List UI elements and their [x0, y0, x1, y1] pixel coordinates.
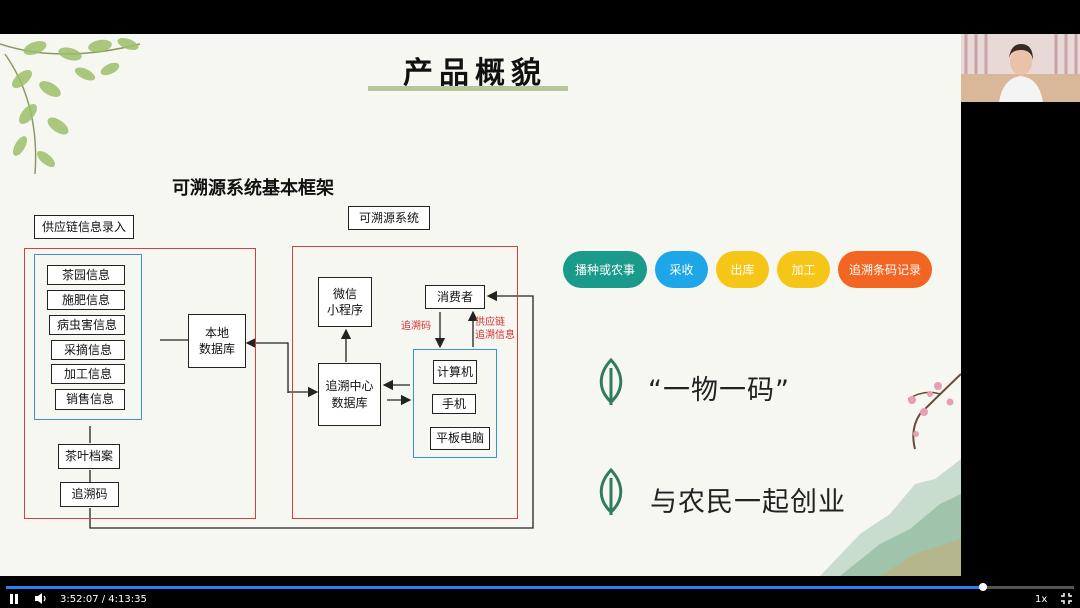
consumer-box: 消费者	[425, 285, 485, 309]
video-player-controls: 3:52:07 / 4:13:35 1x	[0, 576, 1080, 608]
trace-center-database-box: 追溯中心 数据库	[318, 363, 381, 426]
local-database-box: 本地 数据库	[188, 314, 246, 368]
tag-trace-record: 追溯条码记录	[838, 251, 932, 288]
playback-time: 3:52:07 / 4:13:35	[60, 594, 147, 605]
info-item-picking: 采摘信息	[51, 340, 125, 360]
tag-harvest: 采收	[655, 251, 708, 288]
device-group-frame	[413, 349, 497, 458]
info-item-processing: 加工信息	[51, 364, 125, 384]
presentation-slide: 产品概貌 可溯源系统基本框架 供应链信息录入 可溯源系统 茶园信息 施肥信息 病	[0, 34, 961, 576]
pause-icon[interactable]	[9, 594, 19, 604]
progress-track[interactable]	[6, 583, 1074, 591]
trace-code-arrow-label: 追溯码	[401, 321, 431, 332]
diagram-connectors	[89, 290, 534, 529]
info-group-frame	[34, 254, 142, 420]
bullet-one-item-one-code: “一物一码”	[648, 375, 790, 406]
device-computer: 计算机	[433, 360, 477, 384]
device-phone: 手机	[432, 394, 476, 414]
landscape-decoration	[820, 373, 961, 576]
leaf-bullet-icon	[599, 468, 623, 515]
bullet-startup-with-farmers: 与农民一起创业	[650, 487, 846, 518]
supply-info-arrow-label: 供应链 追溯信息	[475, 317, 515, 341]
info-item-pest: 病虫害信息	[49, 315, 125, 335]
volume-icon[interactable]	[35, 593, 47, 604]
top-black-bar	[0, 0, 1080, 34]
info-item-tea-garden: 茶园信息	[47, 265, 125, 285]
wechat-miniprogram-box: 微信 小程序	[318, 277, 372, 327]
tea-archive-box: 茶叶档案	[58, 444, 120, 469]
tag-processing: 加工	[777, 251, 830, 288]
info-item-sales: 销售信息	[55, 389, 125, 410]
trace-code-box: 追溯码	[60, 482, 119, 507]
slide-title: 产品概貌	[403, 56, 547, 91]
presenter-webcam	[961, 34, 1080, 102]
progress-knob[interactable]	[979, 583, 988, 591]
tag-sowing: 播种或农事	[563, 251, 647, 288]
leaf-bullet-icon	[599, 358, 623, 405]
leaf-decoration	[0, 37, 141, 175]
progress-fill	[6, 586, 984, 589]
diagram-subtitle: 可溯源系统基本框架	[172, 178, 334, 199]
fullscreen-icon[interactable]	[1061, 593, 1072, 604]
trace-system-label: 可溯源系统	[348, 206, 430, 230]
title-underline	[368, 86, 568, 91]
tag-outbound: 出库	[716, 251, 769, 288]
info-item-fertilizer: 施肥信息	[47, 290, 125, 310]
playback-speed-button[interactable]: 1x	[1035, 594, 1048, 605]
right-system-frame	[292, 246, 518, 519]
device-tablet: 平板电脑	[430, 427, 490, 450]
supply-input-label: 供应链信息录入	[34, 215, 134, 239]
presenter-video	[961, 34, 1080, 102]
left-system-frame	[24, 248, 256, 519]
